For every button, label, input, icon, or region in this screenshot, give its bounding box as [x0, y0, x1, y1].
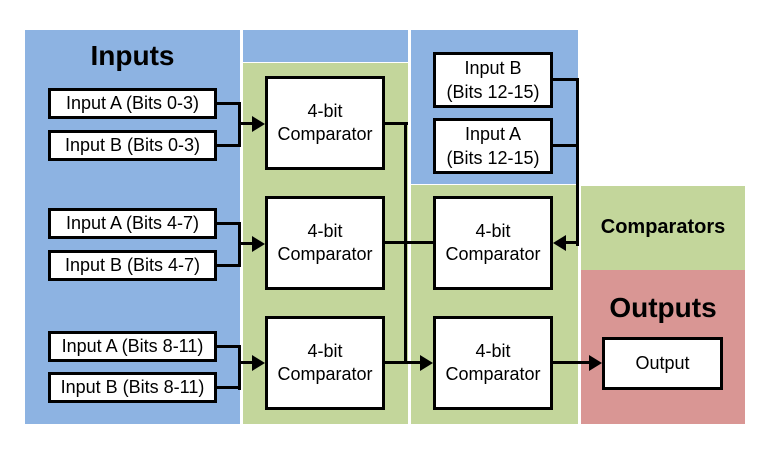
input-box-b-bits-0-3-label: Input B (Bits 0-3) [64, 135, 201, 155]
connector-comparator5-to-output [552, 361, 591, 364]
output-box-label: Output [635, 353, 690, 373]
comparator-box-1-line1: 4-bit [307, 101, 343, 121]
heading-outputs: Outputs [609, 292, 717, 323]
comparator-box-3-line2: Comparator [277, 364, 373, 384]
arrowhead-into-comparator3 [252, 355, 265, 371]
connector-a8-11-out [216, 345, 240, 348]
input-box-a-bits-0-3: Input A (Bits 0-3) [48, 88, 217, 119]
arrowhead-into-comparator1 [252, 116, 265, 132]
connector-b0-3-out [216, 144, 240, 147]
comparator-box-4-line1: 4-bit [475, 221, 511, 241]
input-box-a-bits-12-15: Input A (Bits 12-15) [433, 118, 553, 174]
input-box-b-bits-8-11-label: Input B (Bits 8-11) [60, 377, 205, 397]
comparator-box-3: 4-bit Comparator [265, 316, 385, 410]
input-box-b-bits-0-3: Input B (Bits 0-3) [48, 130, 217, 161]
arrowhead-into-comparator4 [553, 235, 566, 251]
connector-group3-to-comparator3 [238, 361, 254, 364]
output-box: Output [602, 337, 723, 390]
connector-right-trunk-vertical [576, 78, 579, 246]
region-comparators-label-band [581, 186, 745, 270]
connector-a12-15-out [552, 144, 579, 147]
comparator-box-5-line1: 4-bit [475, 341, 511, 361]
arrowhead-into-comparator5 [420, 355, 433, 371]
connector-group2-to-comparator2 [238, 242, 254, 245]
connector-comparator1-out [384, 122, 408, 125]
connector-b12-15-out [552, 78, 579, 81]
input-box-b-bits-4-7-label: Input B (Bits 4-7) [64, 255, 201, 275]
connector-comparator3-to-comparator5 [384, 361, 422, 364]
input-box-a-bits-4-7-label: Input A (Bits 4-7) [65, 213, 200, 233]
connector-a4-7-out [216, 222, 240, 225]
input-box-a-bits-8-11-label: Input A (Bits 8-11) [61, 336, 204, 356]
connector-group3-merge [238, 345, 241, 390]
connector-b8-11-out [216, 386, 240, 389]
input-box-a-bits-0-3-label: Input A (Bits 0-3) [65, 93, 200, 113]
comparator-box-4-line2: Comparator [445, 244, 541, 264]
comparator-box-2-line1: 4-bit [307, 221, 343, 241]
comparator-box-5: 4-bit Comparator [433, 316, 553, 410]
input-box-b-bits-12-15: Input B (Bits 12-15) [433, 52, 553, 108]
comparator-box-2-line2: Comparator [277, 244, 373, 264]
arrowhead-into-comparator2 [252, 236, 265, 252]
comparator-box-4: 4-bit Comparator [433, 196, 553, 290]
connector-right-trunk-to-comparator4 [562, 241, 579, 244]
input-box-a-bits-12-15-line2: (Bits 12-15) [446, 148, 540, 168]
input-box-a-bits-4-7: Input A (Bits 4-7) [48, 208, 217, 239]
connector-a0-3-out [216, 102, 240, 105]
region-inputs-top-band [243, 30, 408, 62]
comparator-box-1: 4-bit Comparator [265, 76, 385, 170]
input-box-b-bits-12-15-line1: Input B [464, 58, 522, 78]
connector-b4-7-out [216, 264, 240, 267]
input-box-a-bits-12-15-line1: Input A [464, 124, 522, 144]
input-box-b-bits-12-15-line2: (Bits 12-15) [446, 82, 540, 102]
comparator-box-5-line2: Comparator [445, 364, 541, 384]
input-box-b-bits-8-11: Input B (Bits 8-11) [48, 372, 217, 403]
connector-comparator2-to-comparator4 [384, 241, 433, 244]
input-box-b-bits-4-7: Input B (Bits 4-7) [48, 250, 217, 281]
comparator-box-2: 4-bit Comparator [265, 196, 385, 290]
connector-group1-to-comparator1 [238, 122, 254, 125]
input-box-a-bits-8-11: Input A (Bits 8-11) [48, 331, 217, 362]
heading-inputs: Inputs [90, 40, 175, 71]
arrowhead-into-output [589, 355, 602, 371]
heading-comparators: Comparators [600, 216, 726, 238]
comparator-box-1-line2: Comparator [277, 124, 373, 144]
comparator-box-3-line1: 4-bit [307, 341, 343, 361]
